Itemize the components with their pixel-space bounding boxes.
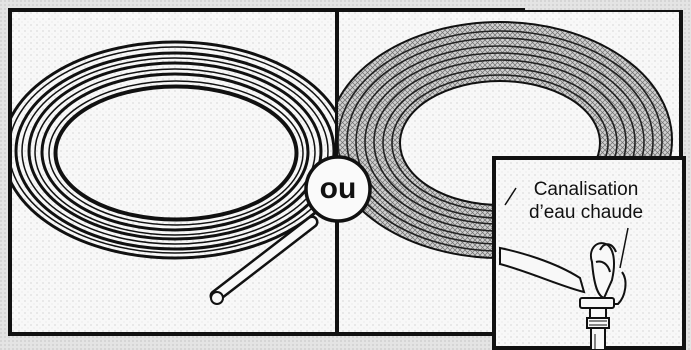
copper-tubing-coil-drawing xyxy=(10,40,336,305)
inset-hot-water-line xyxy=(492,156,686,350)
inset-caption-line1: Canalisation xyxy=(533,179,639,200)
inset-caption-line2: d’eau chaude xyxy=(528,202,644,223)
or-separator-label: ou xyxy=(319,172,357,205)
or-separator-badge xyxy=(304,155,372,223)
